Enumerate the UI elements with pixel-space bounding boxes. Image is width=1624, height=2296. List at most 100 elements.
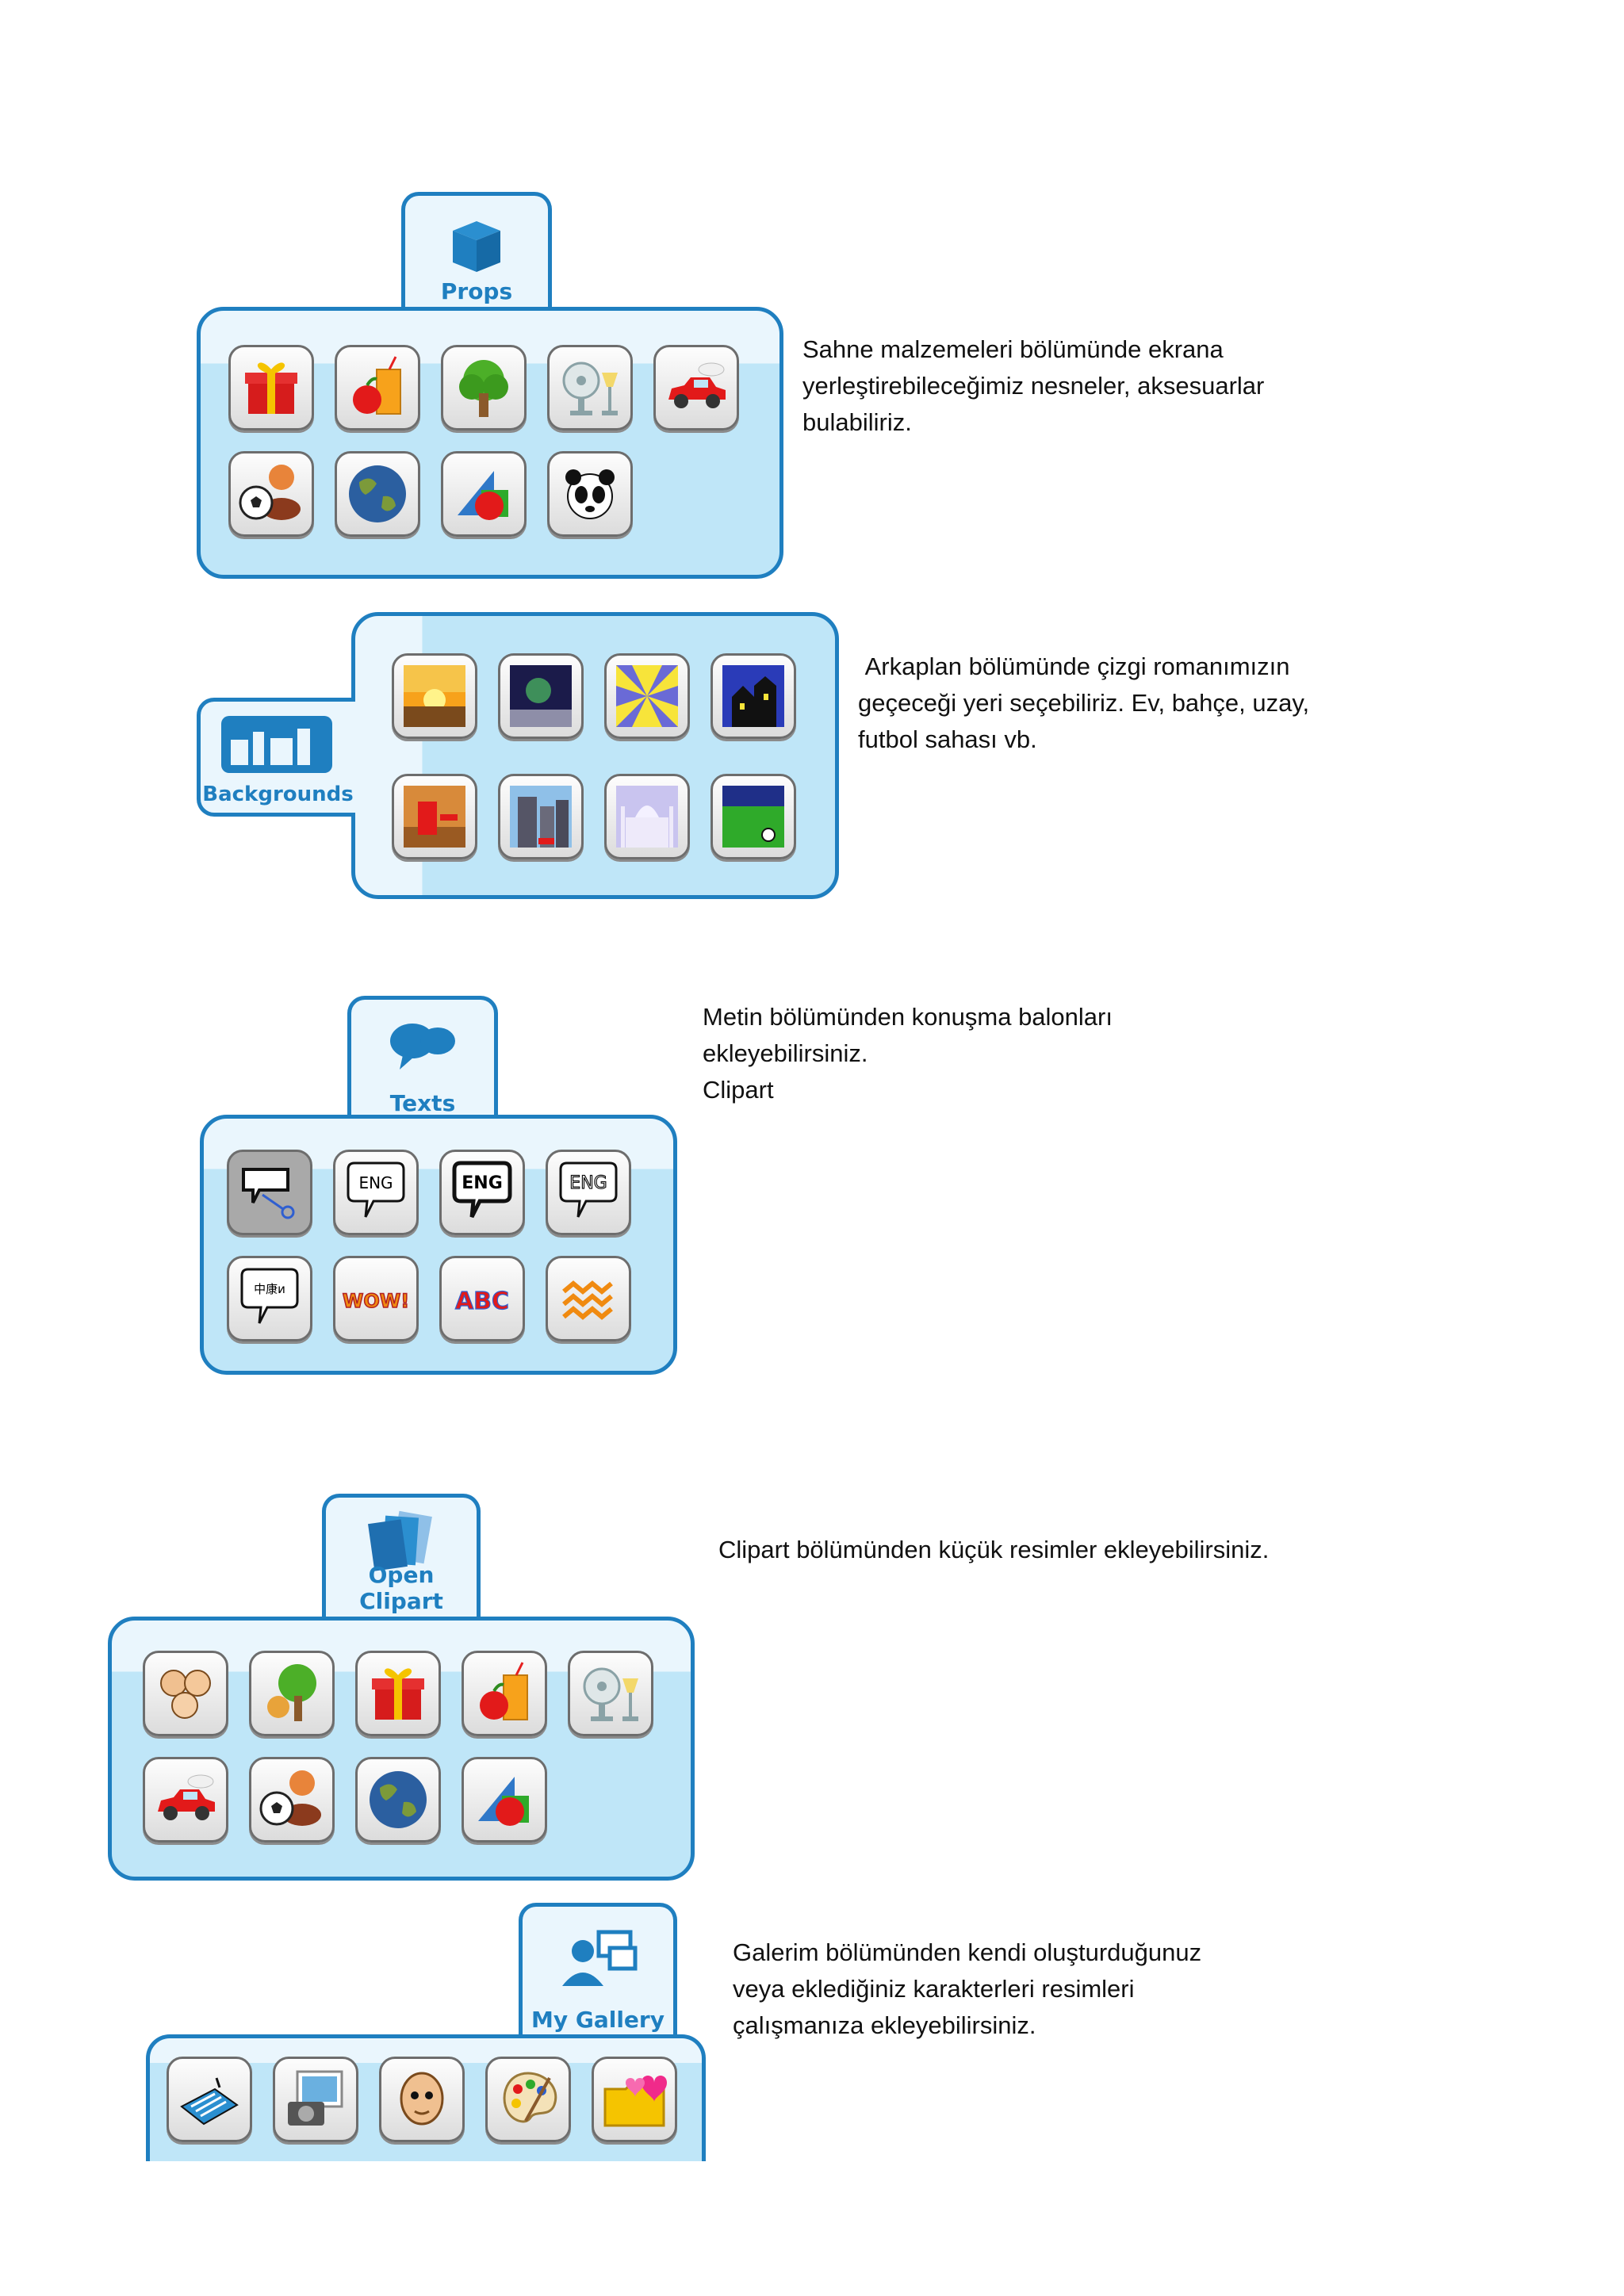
prop-juice-apple-button[interactable] xyxy=(335,345,420,430)
text-wow-button[interactable]: WOW! xyxy=(333,1256,419,1341)
eng-balloon-icon: ENG xyxy=(347,1161,405,1218)
clipart-pages-icon xyxy=(368,1510,432,1571)
gallery-photo-camera-button[interactable] xyxy=(273,2057,358,2142)
bald-head-icon xyxy=(400,2072,444,2126)
clipart-juice-apple-button[interactable] xyxy=(462,1651,547,1736)
clipart-people-button[interactable] xyxy=(143,1651,228,1736)
fan-lamp-icon xyxy=(583,1667,638,1721)
background-sunset-button[interactable] xyxy=(392,653,477,739)
clipart-sports-balls-button[interactable] xyxy=(249,1757,335,1843)
props-description: Sahne malzemeleri bölümünde ekrana yerle… xyxy=(802,335,1265,436)
balloon-text: ENG xyxy=(462,1173,503,1193)
sunset-icon xyxy=(404,665,465,727)
car-icon xyxy=(158,1774,215,1820)
chinese-balloon-icon: 中康и xyxy=(240,1268,299,1324)
room-icon xyxy=(404,786,465,848)
background-football-field-button[interactable] xyxy=(710,774,796,859)
abc-text: ABC xyxy=(455,1288,509,1315)
clipart-fan-lamp-button[interactable] xyxy=(568,1651,653,1736)
background-sunburst-button[interactable] xyxy=(604,653,690,739)
props-grid xyxy=(228,345,739,537)
gallery-person-icon xyxy=(562,1930,638,1986)
panda-icon xyxy=(565,469,615,519)
backgrounds-section: Backgrounds xyxy=(197,612,839,899)
gallery-palette-button[interactable] xyxy=(485,2057,571,2142)
background-haunted-house-button[interactable] xyxy=(710,653,796,739)
gallery-grid xyxy=(167,2057,677,2142)
prop-car-button[interactable] xyxy=(653,345,739,430)
wow-text: WOW! xyxy=(343,1290,409,1312)
backgrounds-grid xyxy=(392,653,796,859)
newspaper-icon xyxy=(180,2077,239,2126)
prop-fan-lamp-button[interactable] xyxy=(547,345,633,430)
text-eng-bold-balloon-button[interactable]: ENG xyxy=(439,1150,525,1235)
haunted-house-icon xyxy=(722,665,784,727)
wow-text-icon: WOW! xyxy=(342,1289,410,1313)
tab-my-gallery[interactable]: My Gallery xyxy=(519,1903,677,2039)
text-abc-button[interactable]: ABC xyxy=(439,1256,525,1341)
pointer-balloon-icon xyxy=(242,1168,295,1219)
city-icon xyxy=(510,786,572,848)
globe-icon xyxy=(370,1771,427,1828)
text-wave-button[interactable] xyxy=(546,1256,631,1341)
text-eng-balloon-button[interactable]: ENG xyxy=(333,1150,419,1235)
text-chinese-balloon-button[interactable]: 中康и xyxy=(227,1256,312,1341)
football-field-icon xyxy=(722,786,784,848)
gallery-newspaper-button[interactable] xyxy=(167,2057,252,2142)
sunburst-icon xyxy=(616,665,678,727)
gallery-heart-folder-button[interactable] xyxy=(592,2057,677,2142)
tree-animal-icon xyxy=(267,1664,316,1721)
gift-icon xyxy=(372,1668,424,1720)
palette-icon xyxy=(503,2072,557,2123)
prop-panda-button[interactable] xyxy=(547,451,633,537)
tab-open-clipart[interactable]: Open Clipart xyxy=(322,1494,481,1621)
sports-balls-icon xyxy=(259,1770,321,1826)
clipart-shapes-button[interactable] xyxy=(462,1757,547,1843)
clipart-globe-button[interactable] xyxy=(355,1757,441,1843)
prop-tree-button[interactable] xyxy=(441,345,527,430)
tab-texts[interactable]: Texts xyxy=(347,996,498,1123)
fan-lamp-icon xyxy=(562,362,618,415)
juice-apple-icon xyxy=(353,356,401,415)
background-palace-button[interactable] xyxy=(604,774,690,859)
clipart-gift-button[interactable] xyxy=(355,1651,441,1736)
wave-text-icon xyxy=(562,1280,613,1320)
prop-gift-button[interactable] xyxy=(228,345,314,430)
tab-label: Texts xyxy=(389,1090,456,1116)
globe-icon xyxy=(349,465,406,522)
speech-clouds-icon xyxy=(390,1024,455,1070)
shapes-icon xyxy=(458,471,508,520)
balloon-text: ENG xyxy=(358,1173,393,1192)
prop-sports-balls-button[interactable] xyxy=(228,451,314,537)
backgrounds-description: Arkaplan bölümünde çizgi romanımızın geç… xyxy=(858,652,1310,753)
tab-label: Props xyxy=(440,278,513,304)
shapes-icon xyxy=(478,1777,529,1826)
clipart-tree-animal-button[interactable] xyxy=(249,1651,335,1736)
balloon-text: ENG xyxy=(569,1173,607,1193)
background-space-button[interactable] xyxy=(498,653,584,739)
prop-shapes-button[interactable] xyxy=(441,451,527,537)
gift-icon xyxy=(245,362,297,414)
prop-globe-button[interactable] xyxy=(335,451,420,537)
balloon-text: 中康и xyxy=(254,1282,285,1296)
eng-outline-balloon-icon: ENG xyxy=(559,1161,618,1218)
props-section: Props xyxy=(197,192,783,579)
space-icon xyxy=(510,665,572,727)
text-eng-outline-balloon-button[interactable]: ENG xyxy=(546,1150,631,1235)
text-pointer-balloon-button[interactable] xyxy=(227,1150,312,1235)
box-icon xyxy=(453,221,500,272)
gallery-description: Galerim bölümünden kendi oluşturduğunuz … xyxy=(733,1938,1202,2039)
people-icon xyxy=(160,1670,211,1719)
tab-backgrounds[interactable]: Backgrounds xyxy=(197,698,355,817)
texts-section: Texts ENG ENG ENG 中康и WOW! ABC xyxy=(189,996,677,1375)
texts-description: Metin bölümünden konuşma balonları ekley… xyxy=(703,1003,1113,1104)
backgrounds-icon xyxy=(221,716,332,773)
palace-icon xyxy=(616,786,678,848)
clipart-car-button[interactable] xyxy=(143,1757,228,1843)
background-room-button[interactable] xyxy=(392,774,477,859)
gallery-bald-head-button[interactable] xyxy=(379,2057,465,2142)
photo-camera-icon xyxy=(288,2070,343,2126)
background-city-button[interactable] xyxy=(498,774,584,859)
tab-props[interactable]: Props xyxy=(401,192,552,311)
abc-text-icon: ABC xyxy=(454,1287,509,1315)
